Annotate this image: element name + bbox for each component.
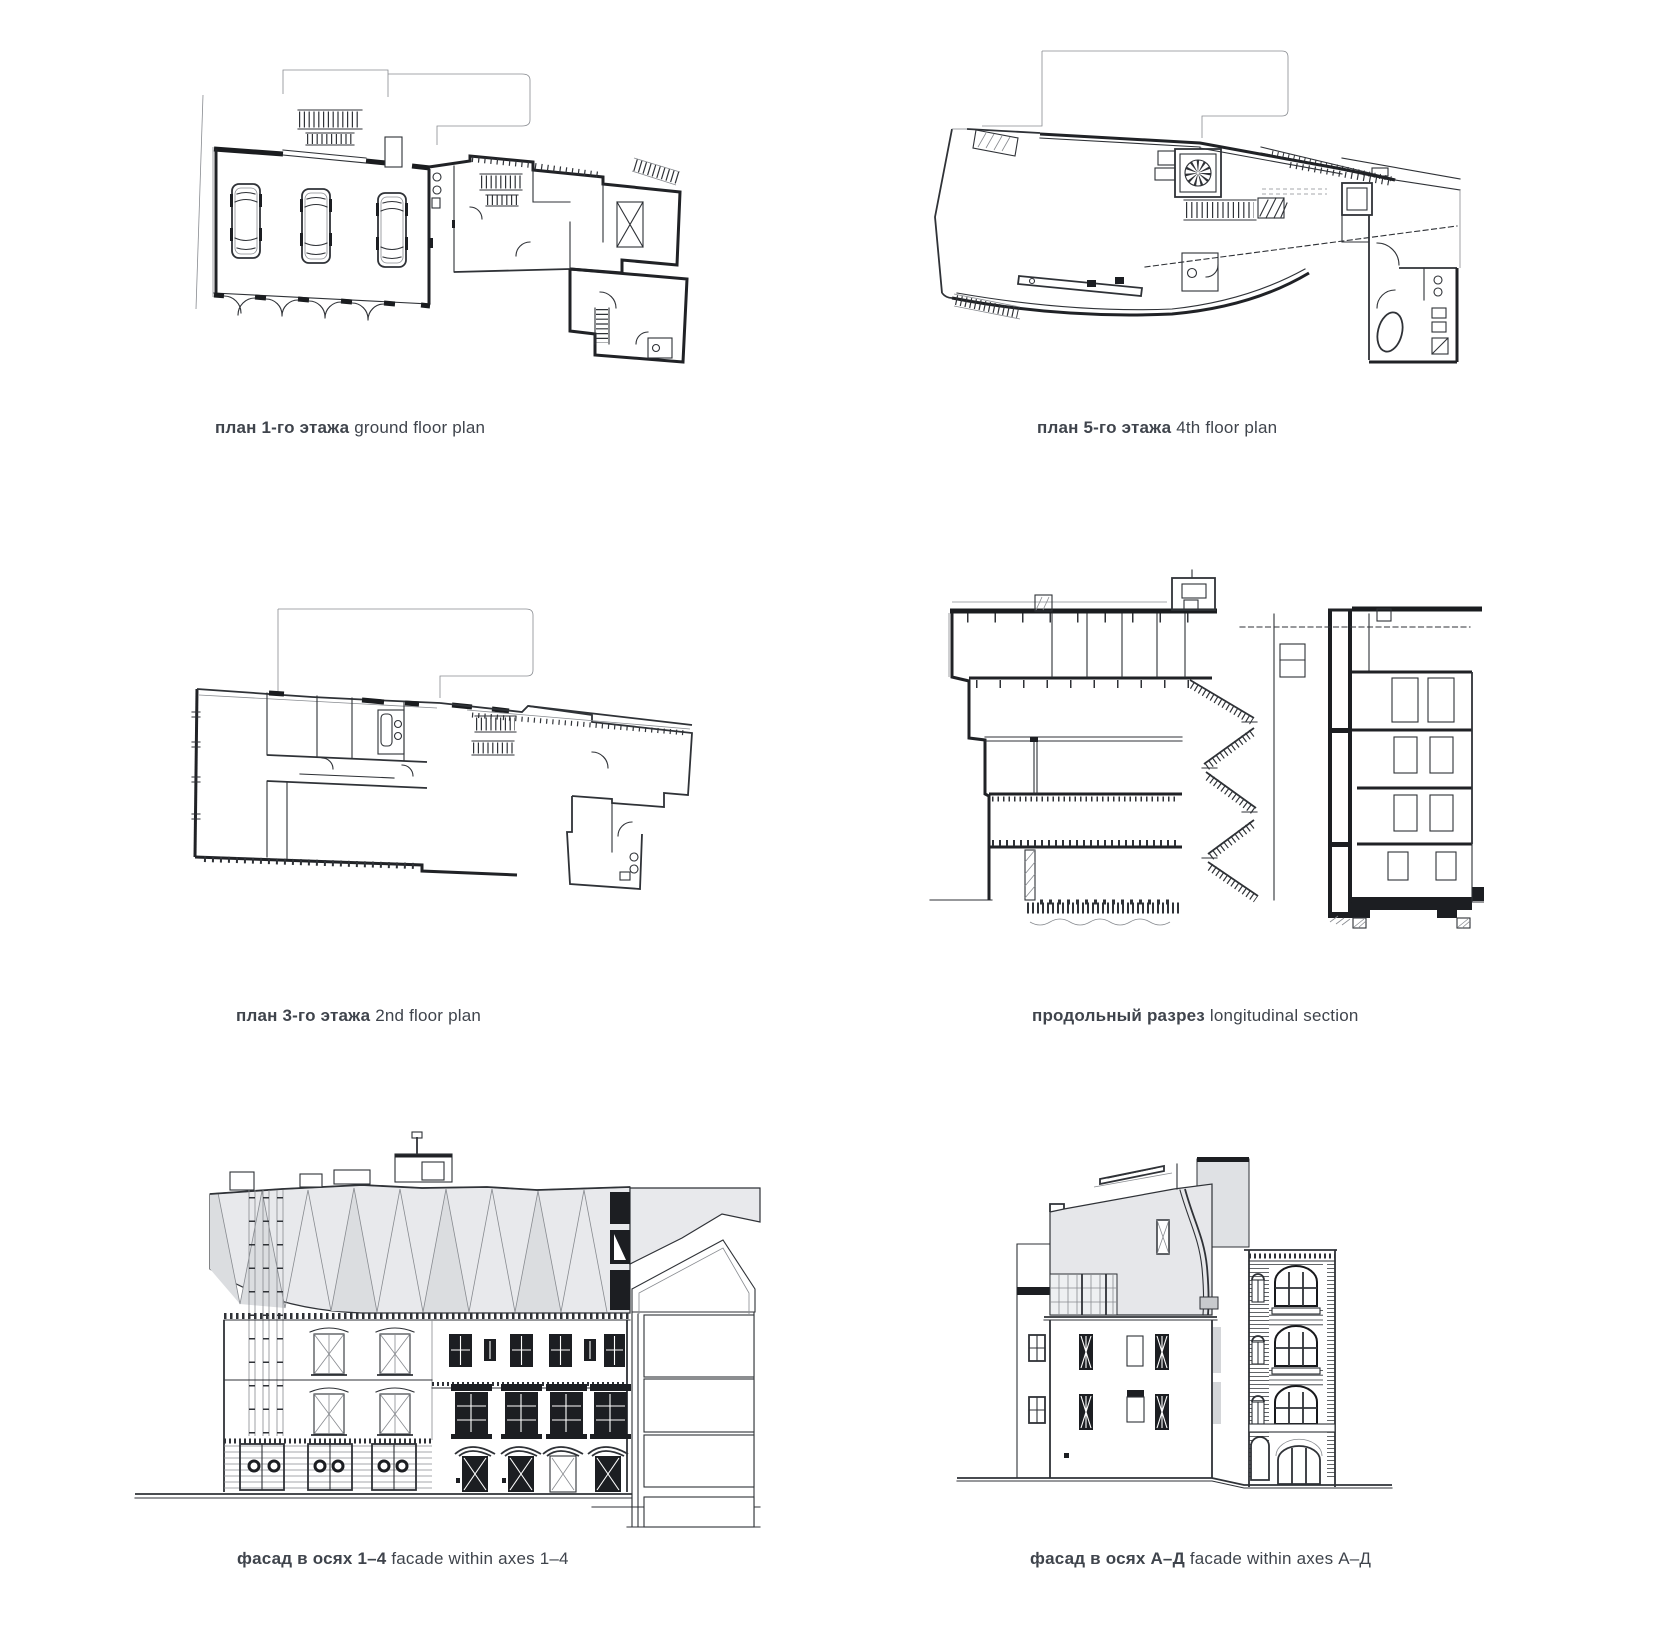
caption-en: 4th floor plan	[1176, 418, 1278, 437]
caption-ru: план 3-го этажа	[236, 1006, 371, 1025]
stair-top	[297, 109, 363, 146]
caption-ru: план 1-го этажа	[215, 418, 350, 437]
ground-lines	[956, 1477, 1393, 1489]
straight-stair	[1183, 197, 1288, 221]
caption-ru: план 5-го этажа	[1037, 418, 1172, 437]
sight-line	[1144, 225, 1458, 268]
back-wing	[1016, 1243, 1051, 1479]
windows-dark-upper	[449, 1334, 625, 1367]
figure-caption: фасад в осях 1–4 facade within axes 1–4	[237, 1549, 569, 1569]
wc	[1181, 252, 1219, 292]
site-outline	[277, 608, 534, 698]
right-wing	[466, 705, 693, 890]
plan-outline	[934, 128, 1461, 317]
figure-caption: продольный разрез longitudinal section	[1032, 1006, 1359, 1026]
right-block	[1239, 606, 1484, 929]
figure-ground-floor-plan	[170, 42, 730, 402]
main-body	[1043, 1316, 1221, 1478]
elevator-shaft	[1328, 608, 1352, 926]
caption-en: 2nd floor plan	[375, 1006, 482, 1025]
caption-en: facade within axes 1–4	[391, 1549, 569, 1568]
cornice	[223, 1313, 631, 1321]
caption-ru: продольный разрез	[1032, 1006, 1205, 1025]
figure-caption: план 5-го этажа 4th floor plan	[1037, 418, 1277, 438]
drawing-second-floor-plan	[191, 608, 693, 890]
level-line	[1262, 188, 1327, 195]
left-hall	[948, 569, 1306, 901]
drawing-longitudinal-section	[929, 569, 1484, 929]
corridor	[266, 754, 428, 789]
bathroom	[377, 709, 405, 755]
bathroom-wing	[1368, 215, 1459, 364]
elevator	[1341, 182, 1373, 243]
counter	[1016, 275, 1144, 297]
plan-outline	[191, 688, 693, 877]
site-outline	[982, 50, 1289, 138]
site-outline	[195, 69, 531, 310]
stairs	[1189, 679, 1259, 903]
modern-top	[1049, 1157, 1250, 1316]
drawing-facade-a-d	[956, 1157, 1393, 1489]
caption-en: facade within axes А–Д	[1189, 1549, 1372, 1568]
figure-caption: план 1-го этажа ground floor plan	[215, 418, 485, 438]
neighbor-section	[626, 1239, 761, 1528]
entrances	[454, 1446, 629, 1493]
right-wing	[427, 154, 689, 364]
basement	[1024, 849, 1180, 926]
caption-en: longitudinal section	[1209, 1006, 1359, 1025]
spiral-stair	[1154, 148, 1222, 198]
ground-floor	[224, 1438, 432, 1491]
windows-dark-lower	[451, 1384, 631, 1439]
stair-hatch-topleft	[972, 129, 1019, 157]
cars	[229, 183, 409, 268]
stair	[471, 715, 517, 756]
garage	[212, 136, 431, 321]
drawing-fourth-floor-plan	[934, 50, 1461, 364]
windows-classical	[309, 1327, 415, 1436]
partitions	[266, 692, 405, 860]
figure-facade-a-d	[872, 1072, 1432, 1517]
faceted-roof	[209, 1131, 761, 1314]
stair-bottom-left	[953, 293, 1021, 320]
caption-ru: фасад в осях 1–4	[237, 1549, 387, 1568]
caption-en: ground floor plan	[354, 418, 486, 437]
figure-caption: фасад в осях А–Д facade within axes А–Д	[1030, 1549, 1371, 1569]
figure-facade-1-4	[122, 1062, 762, 1532]
neighbor-brick	[1244, 1249, 1337, 1487]
drawing-ground-floor-plan	[195, 69, 689, 364]
figure-fourth-floor-plan	[872, 30, 1467, 375]
figure-second-floor-plan	[172, 552, 732, 890]
figure-caption: план 3-го этажа 2nd floor plan	[236, 1006, 481, 1026]
caption-ru: фасад в осях А–Д	[1030, 1549, 1185, 1568]
figure-longitudinal-section	[872, 532, 1484, 932]
drawing-facade-1-4	[134, 1131, 761, 1528]
